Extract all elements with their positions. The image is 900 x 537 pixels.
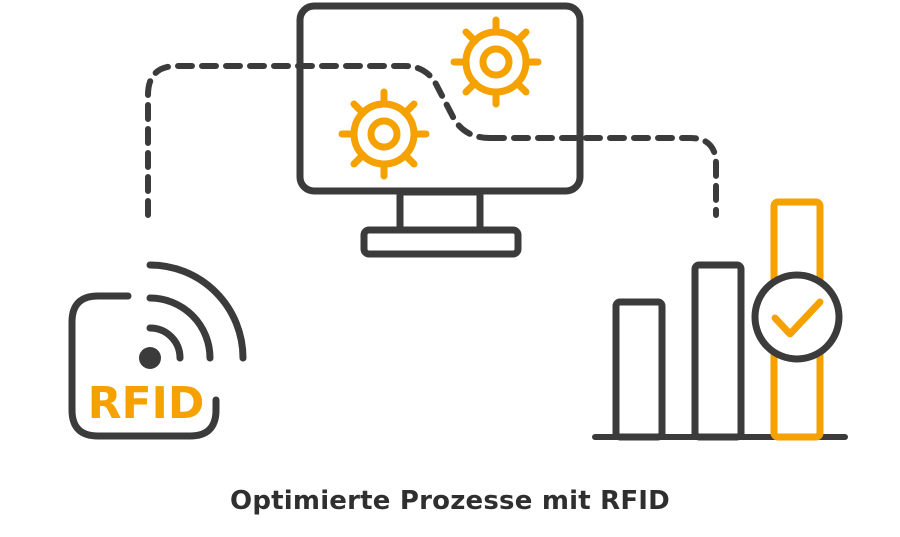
monitor-icon <box>296 2 584 258</box>
gear-icon-top <box>450 16 542 108</box>
dashed-connector-left <box>145 63 493 218</box>
dashed-connector-right <box>487 135 719 218</box>
wireless-signal-icon <box>139 261 247 369</box>
chart-bar-1 <box>612 298 666 441</box>
caption-title: Optimierte Prozesse mit RFID <box>230 486 670 516</box>
bar-chart-icon <box>592 198 848 441</box>
chart-bar-2 <box>691 261 745 441</box>
rfid-tag-icon: RFID <box>68 261 247 440</box>
checkmark-icon <box>751 271 843 363</box>
gear-icon-bottom <box>338 88 430 180</box>
rfid-tag-label: RFID <box>88 378 205 429</box>
